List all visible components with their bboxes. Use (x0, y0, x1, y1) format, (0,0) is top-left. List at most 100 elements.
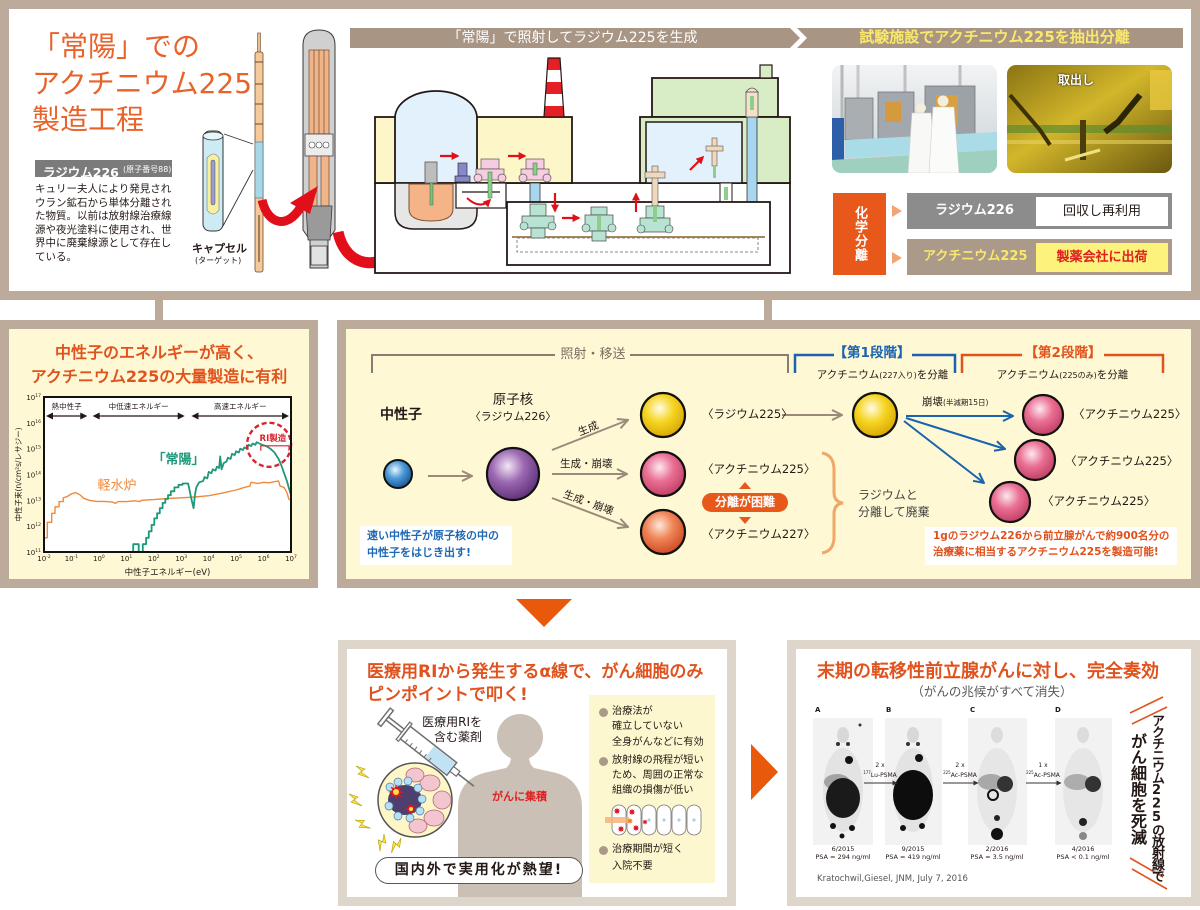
fuel-pin-illustration (254, 32, 264, 273)
scan-date: 2/2016 (985, 845, 1009, 853)
decay-arrow (905, 417, 1005, 449)
nucleus-name: 〈ラジウム226〉 (469, 410, 557, 423)
separation-difficult-badge-text: 分離が困難 (714, 495, 775, 509)
chimney (544, 58, 564, 117)
right-arrow-icon (751, 744, 778, 800)
stage-1-subtitle: アクチニウム(227入り)を分離 (800, 370, 965, 381)
ri-production-label: RI製造 (260, 433, 287, 444)
scan-psa: PSA < 0.1 ng/ml (1056, 853, 1110, 861)
separation-row-substance: アクチニウム225 (923, 249, 1028, 264)
x-tick-label: 106 (258, 554, 270, 563)
series-group (44, 441, 291, 552)
separation-row-substance: ラジウム226 (935, 203, 1014, 218)
decay-half-life-note: (半減期15日) (943, 398, 989, 407)
actinium225-sphere (639, 450, 687, 498)
accumulation-label: がんに集積 (492, 790, 547, 803)
benefit-line: 全身がんなどに有効 (612, 737, 704, 748)
stage-1-header: 「常陽」で照射してラジウム225を生成 (447, 30, 698, 46)
y-tick-label: 1017 (26, 393, 41, 402)
therapy-title-line-2: ピンポイントで叩く! (367, 685, 528, 705)
actinium227-sphere (639, 508, 687, 556)
radium-description-line: 源や夜光塗料に使用され、世 (35, 223, 172, 236)
treatment-agent: 225Ac-PSMA (1018, 771, 1068, 779)
page-title-line-3: 製造工程 (32, 103, 145, 136)
curly-brace-icon (821, 451, 844, 555)
page-title-line-2: アクチニウム225 (32, 67, 253, 100)
bullet-icon (599, 757, 608, 766)
cask-2 (581, 206, 617, 242)
energy-range-arrowhead-left (191, 412, 199, 420)
hope-banner (375, 857, 583, 884)
benefit-line: ため、周囲の正常な (612, 770, 704, 781)
stage-2-subtitle-post: を分離 (1096, 369, 1129, 381)
x-tick-label: 103 (175, 554, 187, 563)
scan-psa: PSA = 3.5 ng/ml (970, 853, 1024, 861)
ri-production-bracket (260, 445, 290, 451)
scan-date: 6/2015 (831, 845, 855, 853)
emphasis-slashes (1129, 696, 1168, 890)
plot-area (44, 397, 291, 552)
treatment-agent: 225Ac-PSMA (935, 771, 985, 779)
irradiation-rig-illustration (302, 29, 336, 269)
y-tick-label: 1014 (26, 471, 41, 480)
benefit-line: 確立していない (612, 721, 684, 732)
decay-arrow (903, 420, 984, 483)
yield-callout-line: 1gのラジウム226から前立腺がんで約900名分の (933, 530, 1170, 542)
drug-label-line: 医療用RIを (422, 715, 482, 729)
capsule-label: キャプセル (192, 242, 247, 255)
product-actinium225: 〈アクチニウム225〉 (702, 462, 816, 476)
chemical-separation-label-box: 化学分離 (833, 193, 886, 275)
cell-range-diagram (605, 804, 702, 836)
stage-1-subtitle-post: を分離 (916, 369, 949, 381)
pointer-triangle-icon (892, 252, 902, 264)
actinium225-sphere-product (1021, 393, 1065, 437)
plot-frame (43, 396, 292, 553)
transfer-machine-2 (518, 158, 552, 183)
benefit-line: 治療法が (612, 706, 653, 717)
y-tick-label: 1015 (26, 445, 41, 454)
decay-label: 崩壊(半減期15日) (922, 397, 988, 408)
stage-2-title: 【第2段階】 (1024, 345, 1102, 361)
scan-date: 4/2016 (1071, 845, 1095, 853)
stage-1-header-bar (350, 28, 800, 48)
treatment-agent: 177Lu-PSMA (855, 771, 905, 779)
series-label-joyo: 「常陽」 (152, 451, 204, 467)
transfer-arrow-icon (257, 186, 318, 226)
stage-2-header-bar (797, 28, 1183, 48)
series-line-joyo (132, 441, 291, 552)
radium225-sphere (639, 391, 687, 439)
product-radium225: 〈ラジウム225〉 (702, 407, 793, 421)
bullet-icon (599, 846, 608, 855)
treatment-agent-name: Lu-PSMA (870, 772, 897, 779)
benefit-line: 組織の損傷が低い (612, 785, 694, 796)
pointer-triangle-icon (892, 205, 902, 217)
photo-caption: 取出し (1058, 73, 1095, 87)
treatment-mass-number: 225 (1026, 770, 1034, 775)
x-tick-label: 100 (93, 554, 105, 563)
therapy-title-line-1: 医療用RIから発生するα線で、がん細胞のみ (367, 662, 704, 682)
scan-date: 9/2015 (901, 845, 925, 853)
stage-2-header: 試験施設でアクチニウム225を抽出分離 (859, 28, 1130, 46)
x-tick-label: 107 (285, 554, 297, 563)
stage-2-subtitle-pre: アクチニウム (996, 369, 1060, 381)
irradiation-bracket-label: 照射・移送 (560, 347, 626, 362)
stage-2-subtitle-paren: (225のみ) (1059, 371, 1097, 380)
bullet-icon (599, 708, 608, 717)
decay-label-text: 崩壊 (922, 396, 943, 408)
caret-down-icon (739, 517, 751, 524)
radium-tag-name: ラジウム226 (43, 165, 119, 180)
x-tick-label: 105 (230, 554, 242, 563)
x-tick-label: 101 (120, 554, 132, 563)
side-note-line-1: アクチニウム225の放射線で (1149, 714, 1164, 881)
caret-up-icon (739, 482, 751, 489)
down-arrow-icon (516, 599, 572, 627)
irradiation-bracket (371, 354, 789, 373)
radium226-sphere (485, 446, 541, 502)
y-tick-label: 1012 (26, 522, 41, 531)
final-product-actinium225: 〈アクチニウム225〉 (1065, 454, 1179, 468)
tumor-cells-magnified (348, 762, 453, 854)
treatment-agent-name: Ac-PSMA (950, 772, 977, 779)
scan-label: A (815, 706, 821, 714)
treatment-mass-number: 177 (863, 770, 871, 775)
stage-1-title: 【第1段階】 (833, 345, 911, 361)
